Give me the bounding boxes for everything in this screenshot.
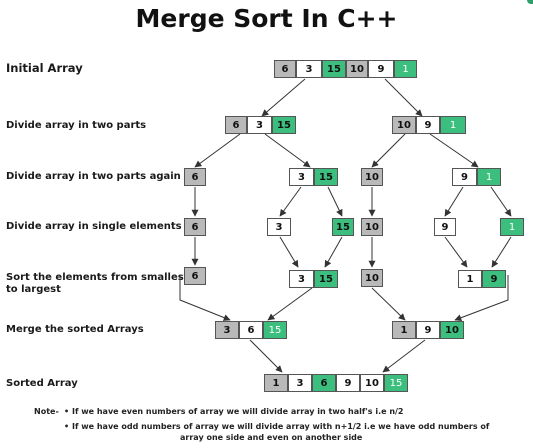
note-line-2b: array one side and even on another side — [180, 433, 363, 442]
arrow — [371, 287, 406, 321]
step-label-initial-array: Initial Array — [6, 61, 83, 75]
array-cell: 6 — [274, 60, 296, 78]
array-cell: 6 — [239, 321, 263, 339]
array-cell: 15 — [263, 321, 287, 339]
arrow — [279, 236, 299, 268]
step-label-sort-line2: to largest — [6, 284, 61, 295]
array-cell: 10 — [360, 374, 384, 392]
array-cell: 6 — [184, 168, 206, 186]
step-label-sort-line1: Sort the elements from smallest — [6, 272, 189, 283]
arrow — [324, 236, 343, 268]
array-cell: 3 — [296, 60, 322, 78]
step-label-sorted-array: Sorted Array — [6, 378, 78, 389]
array-cell: 15 — [322, 60, 346, 78]
array-cell: 3 — [247, 116, 272, 134]
array-cell: 15 — [384, 374, 408, 392]
arrow — [444, 236, 468, 268]
array-cell: 3 — [289, 270, 314, 288]
array-cell: 10 — [361, 168, 383, 186]
step-label-divide-two: Divide array in two parts — [6, 120, 147, 131]
array-cell: 6 — [184, 267, 206, 285]
array-cell: 15 — [272, 116, 296, 134]
page-title: Merge Sort In C++ — [135, 4, 398, 33]
arrow — [454, 275, 509, 322]
arrow — [261, 78, 306, 117]
array-cell: 15 — [314, 168, 338, 186]
arrow — [382, 339, 426, 373]
arrow — [490, 186, 512, 217]
array-cell: 1 — [392, 321, 416, 339]
array-cell: 9 — [482, 270, 506, 288]
array-cell: 3 — [267, 218, 291, 236]
array-cell: 10 — [392, 116, 416, 134]
arrow — [194, 133, 241, 168]
array-cell: 9 — [434, 218, 456, 236]
array-cell: 6 — [312, 374, 336, 392]
array-cell: 6 — [184, 218, 206, 236]
arrow — [249, 339, 283, 373]
array-cell: 9 — [416, 116, 440, 134]
array-cell: 3 — [289, 168, 314, 186]
arrow — [264, 133, 311, 168]
note-bullet-1: • — [64, 407, 70, 416]
array-cell: 1 — [264, 374, 288, 392]
array-cell: 15 — [314, 270, 338, 288]
array-cell: 3 — [288, 374, 312, 392]
array-cell: 9 — [336, 374, 360, 392]
arrow — [429, 133, 479, 168]
arrow — [179, 275, 231, 321]
array-cell: 9 — [368, 60, 394, 78]
array-cell: 6 — [225, 116, 247, 134]
array-cell: 15 — [332, 218, 354, 236]
arrow — [327, 186, 343, 217]
array-cell: 10 — [346, 60, 368, 78]
array-cell: 9 — [452, 168, 477, 186]
note-line-1: If we have even numbers of array we will… — [72, 407, 404, 416]
arrow — [279, 186, 302, 217]
arrow — [371, 133, 406, 168]
array-cell: 9 — [416, 321, 440, 339]
arrow — [491, 236, 512, 268]
arrow — [267, 287, 313, 321]
array-cell: 10 — [361, 218, 383, 236]
arrow — [444, 186, 464, 217]
arrow — [384, 78, 423, 117]
note-prefix: Note- — [34, 407, 59, 416]
array-cell: 1 — [500, 218, 524, 236]
note-bullet-2: • — [64, 422, 70, 431]
step-label-merge: Merge the sorted Arrays — [6, 324, 144, 335]
step-label-single-elements: Divide array in single elements — [6, 221, 182, 232]
array-cell: 3 — [215, 321, 239, 339]
corner-accent — [527, 0, 533, 4]
array-cell: 1 — [440, 116, 466, 134]
note-line-2a: If we have odd numbers of array we will … — [72, 422, 490, 431]
array-cell: 1 — [477, 168, 501, 186]
array-cell: 10 — [361, 269, 383, 287]
array-cell: 10 — [440, 321, 464, 339]
array-cell: 1 — [394, 60, 417, 78]
step-label-divide-again: Divide array in two parts again — [6, 171, 181, 182]
array-cell: 1 — [458, 270, 482, 288]
